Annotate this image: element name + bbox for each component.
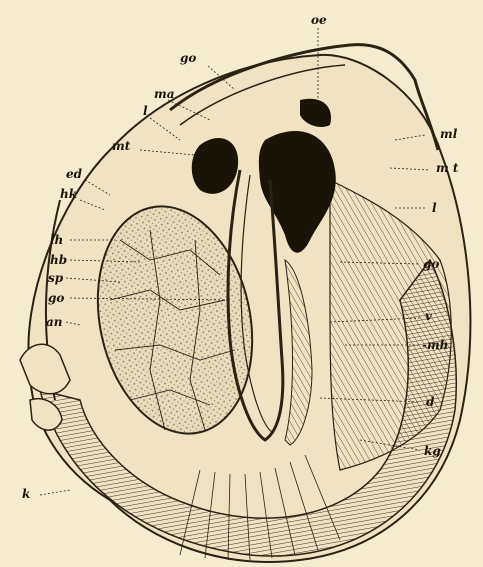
label-l-top: l [143, 105, 148, 117]
label-an: an [46, 316, 63, 328]
label-lh: lh [50, 234, 63, 246]
label-go-right: go [423, 258, 439, 270]
label-oe: oe [311, 14, 327, 26]
label-mt-left: mt [112, 140, 130, 152]
label-sp: sp [48, 272, 63, 284]
label-ed: ed [66, 168, 82, 180]
label-mt-right: m t [436, 162, 458, 174]
label-l-right: l [432, 202, 437, 214]
label-v: v [425, 310, 432, 322]
label-go-top: go [180, 52, 196, 64]
label-ma: ma [154, 88, 174, 100]
label-mh: -mh [422, 339, 448, 351]
label-hk: hk [60, 188, 77, 200]
label-hb: hb [50, 254, 67, 266]
label-kg: kg [424, 445, 441, 457]
label-ml: ml [440, 128, 457, 140]
label-go-left: go [48, 292, 64, 304]
label-k: k [22, 488, 30, 500]
label-d: d [426, 396, 434, 408]
